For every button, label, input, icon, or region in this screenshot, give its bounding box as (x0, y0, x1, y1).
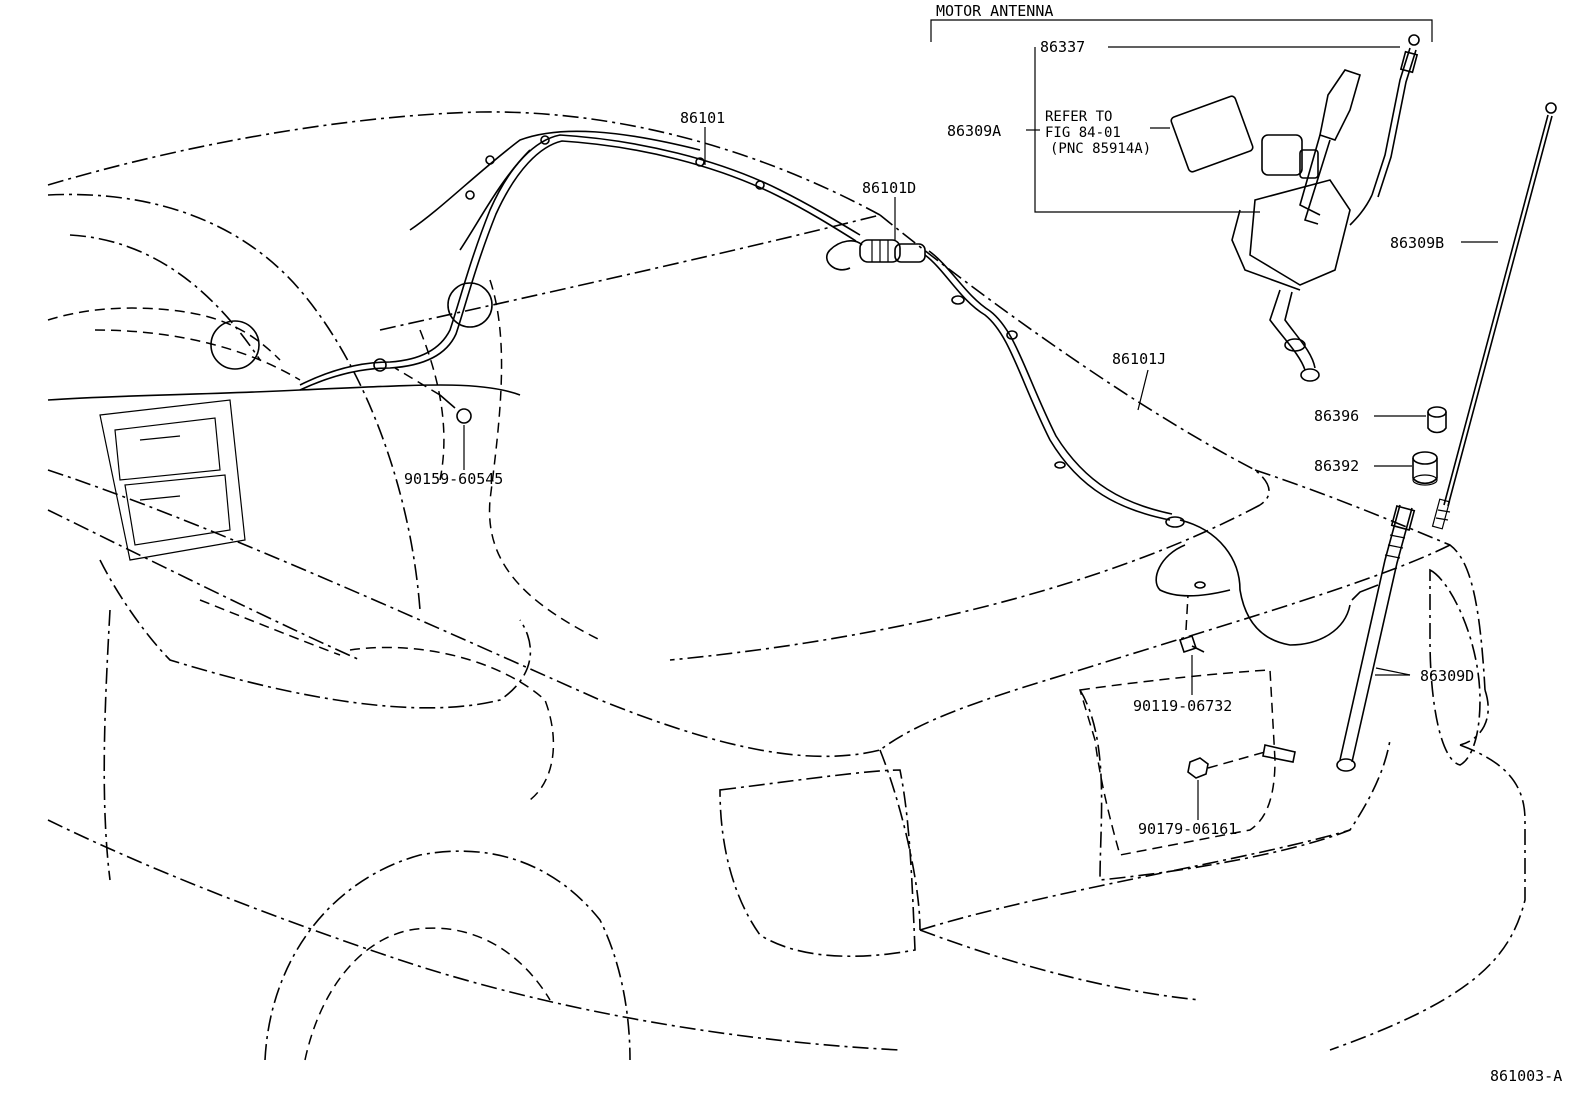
label-90159-60545: 90159-60545 (404, 470, 503, 488)
motor-antenna-bracket (930, 19, 1433, 42)
label-86101J: 86101J (1112, 350, 1166, 368)
car-body-outline (47, 111, 1526, 1061)
antenna-tube-86309D (1336, 504, 1416, 772)
label-90179-06161: 90179-06161 (1138, 820, 1237, 838)
part-86392 (1412, 451, 1438, 486)
figure-code: 861003-A (1490, 1067, 1562, 1085)
label-90119-06732: 90119-06732 (1133, 697, 1232, 715)
bolt-90159-60545 (394, 367, 472, 424)
label-86309D: 86309D (1420, 667, 1474, 685)
refer-note-line-1: REFER TO (1045, 109, 1112, 125)
label-86309B: 86309B (1390, 234, 1444, 252)
nut-90179-06161 (1187, 744, 1296, 779)
connector-86101D (826, 239, 926, 271)
label-86101: 86101 (680, 109, 725, 127)
label-86396: 86396 (1314, 407, 1359, 425)
antenna-mast-86309B (1431, 102, 1557, 530)
antenna-cord-86101J (924, 250, 1351, 646)
antenna-cord-86101 (299, 134, 861, 391)
refer-note-line-2: FIG 84-01 (1045, 125, 1121, 141)
screw-90119-06732 (1178, 594, 1205, 654)
leader-lines (463, 46, 1498, 820)
part-86396 (1427, 406, 1447, 434)
motor-antenna-assembly (1150, 34, 1420, 382)
group-title: MOTOR ANTENNA (936, 2, 1053, 20)
refer-note-line-3: (PNC 85914A) (1050, 141, 1151, 157)
label-86309A: 86309A (947, 122, 1001, 140)
label-86392: 86392 (1314, 457, 1359, 475)
label-86101D: 86101D (862, 179, 916, 197)
label-86337: 86337 (1040, 38, 1085, 56)
